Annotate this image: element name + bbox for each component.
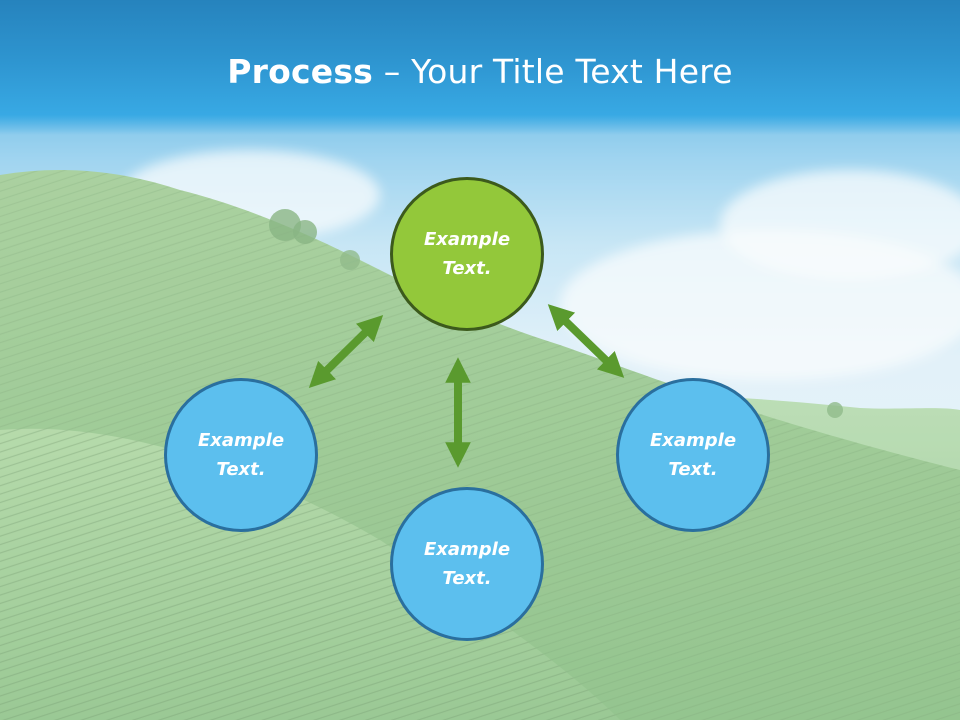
node-left-text: Example Text. [181, 426, 301, 484]
title-band [0, 0, 960, 135]
node-top-line1: Example [423, 229, 511, 250]
node-left[interactable]: Example Text. [164, 378, 318, 532]
node-bottom-line2: Text. [442, 568, 492, 589]
node-top-text: Example Text. [407, 225, 527, 283]
cloud [720, 170, 960, 280]
title-bold: Process [227, 52, 374, 91]
node-top-line2: Text. [442, 258, 492, 279]
slide-title: Process – Your Title Text Here [0, 52, 960, 91]
title-rest: – Your Title Text Here [373, 52, 733, 91]
node-left-line2: Text. [216, 459, 266, 480]
node-bottom[interactable]: Example Text. [390, 487, 544, 641]
node-right-text: Example Text. [633, 426, 753, 484]
node-top[interactable]: Example Text. [390, 177, 544, 331]
node-right[interactable]: Example Text. [616, 378, 770, 532]
node-bottom-line1: Example [423, 539, 511, 560]
node-bottom-text: Example Text. [407, 535, 527, 593]
node-left-line1: Example [197, 430, 285, 451]
node-right-line2: Text. [668, 459, 718, 480]
node-right-line1: Example [649, 430, 737, 451]
